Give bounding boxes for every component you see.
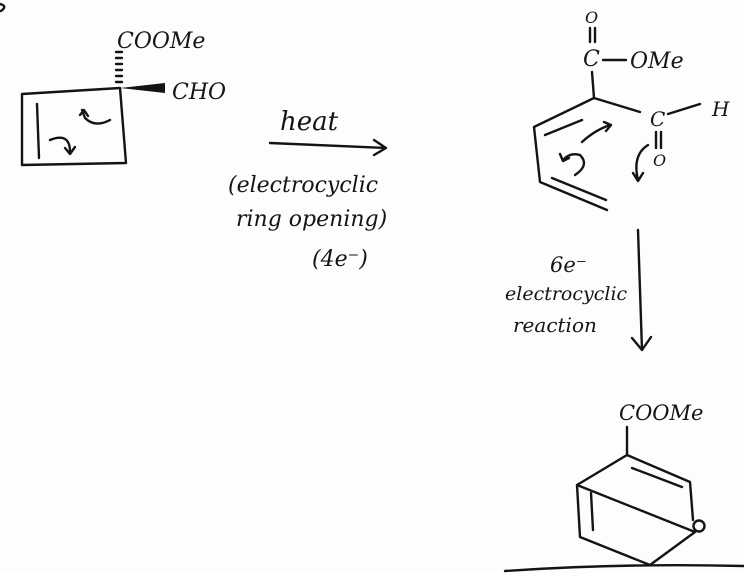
step2: 6e⁻ electrocyclic reaction: [505, 228, 653, 352]
electrocyclic-label: electrocyclic: [505, 283, 628, 305]
product-coome-label: COOMe: [619, 401, 703, 425]
ring-double-bond: [35, 102, 41, 160]
c-o-double-bond: [654, 130, 663, 150]
inner-double-bonds: [543, 118, 608, 202]
curved-arrow-icon: [580, 120, 613, 144]
product-pyran: COOMe: [503, 401, 744, 573]
note-line-2: ring opening): [236, 207, 387, 232]
six-e-label: 6e⁻: [550, 253, 587, 277]
ring-bonds: [575, 453, 697, 567]
ome-label: OMe: [630, 49, 684, 74]
heat-label: heat: [280, 107, 339, 137]
ring-oxygen: [692, 519, 706, 533]
reaction-label: reaction: [513, 313, 597, 337]
note-line-1: (electrocyclic: [228, 173, 378, 198]
intermediate-triene: O C OMe C H O: [532, 8, 730, 212]
bottom-line: [503, 563, 744, 573]
ester-c-label: C: [583, 47, 600, 72]
inner-double-bonds: [589, 466, 684, 532]
curved-arrow-icon: [78, 108, 112, 125]
ald-c-label: C: [650, 107, 665, 131]
note-line-3: (4e⁻): [312, 247, 368, 272]
cho-label: CHO: [172, 80, 226, 105]
chain-bonds: [532, 96, 609, 212]
h-label: H: [711, 97, 730, 121]
cyclobutene-ring: [20, 86, 128, 167]
stray-mark: [0, 2, 6, 13]
curved-arrow-icon: [48, 136, 77, 156]
curved-arrow-icon: [558, 152, 586, 177]
reactant-cyclobutene: COOMe CHO: [20, 29, 226, 167]
wedge-bond: [120, 83, 165, 93]
c-h-bond: [666, 102, 702, 116]
right-arrow-icon: [268, 138, 388, 157]
c-o-double-bond: [588, 26, 597, 44]
step1: heat (electrocyclic ring opening) (4e⁻): [228, 107, 388, 272]
curved-arrow-icon: [631, 143, 650, 183]
ester-o-label: O: [585, 8, 598, 27]
coome-label: COOMe: [117, 29, 205, 54]
ring-bonds: [590, 70, 642, 114]
ring-bond: [575, 453, 629, 487]
hashed-bond: [114, 50, 124, 84]
ald-o-label: O: [653, 151, 666, 170]
down-arrow-icon: [630, 228, 653, 352]
